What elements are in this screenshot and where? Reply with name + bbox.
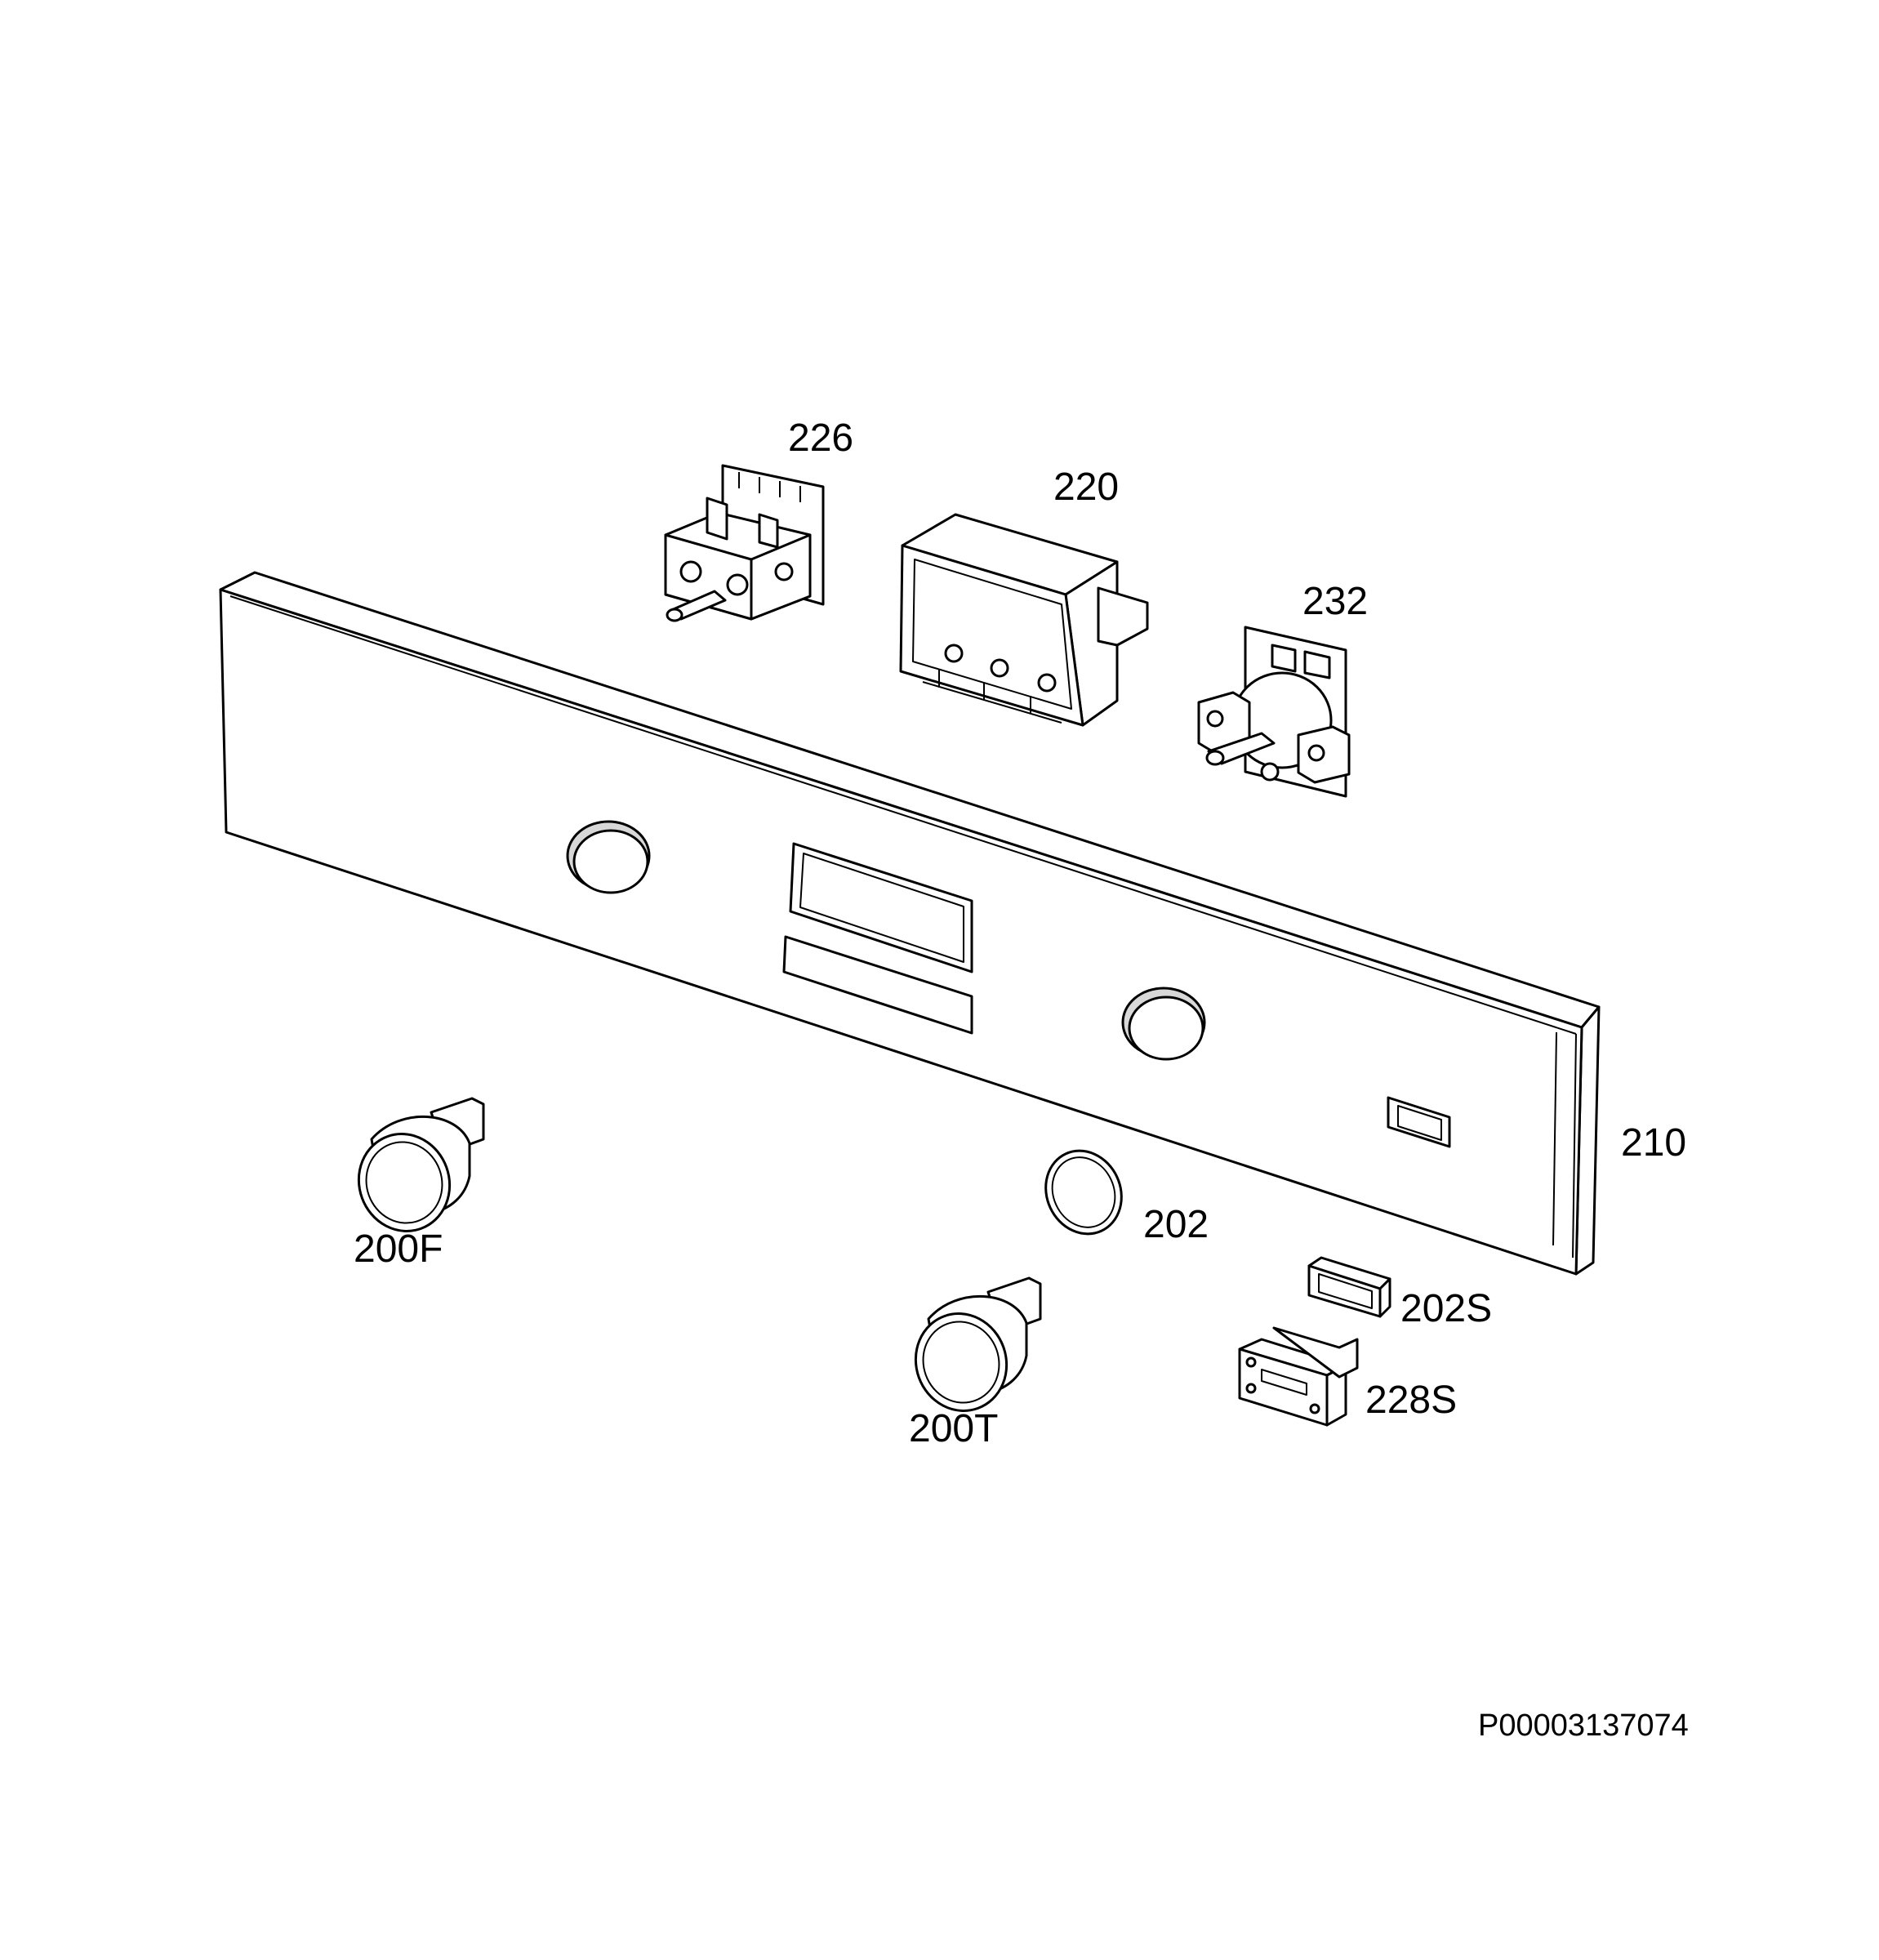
document-number: P00003137074	[1478, 1708, 1689, 1743]
switch-frame-202s	[1307, 1256, 1391, 1318]
switch-228s	[1238, 1326, 1359, 1427]
label-200t: 200T	[909, 1407, 998, 1450]
label-200f: 200F	[354, 1227, 443, 1271]
thermostat-232	[1197, 626, 1351, 798]
ring-202	[1044, 1149, 1123, 1236]
control-panel-210	[219, 571, 1601, 1276]
label-202s: 202S	[1400, 1287, 1492, 1330]
knob-200t	[914, 1276, 1042, 1412]
knob-200f	[357, 1097, 485, 1232]
label-202: 202	[1143, 1203, 1209, 1246]
label-210: 210	[1621, 1121, 1686, 1165]
label-232: 232	[1302, 580, 1368, 623]
display-module-220	[899, 513, 1149, 727]
label-226: 226	[788, 416, 853, 460]
selector-switch-226	[664, 464, 825, 622]
label-228s: 228S	[1365, 1379, 1457, 1422]
label-220: 220	[1053, 466, 1119, 509]
